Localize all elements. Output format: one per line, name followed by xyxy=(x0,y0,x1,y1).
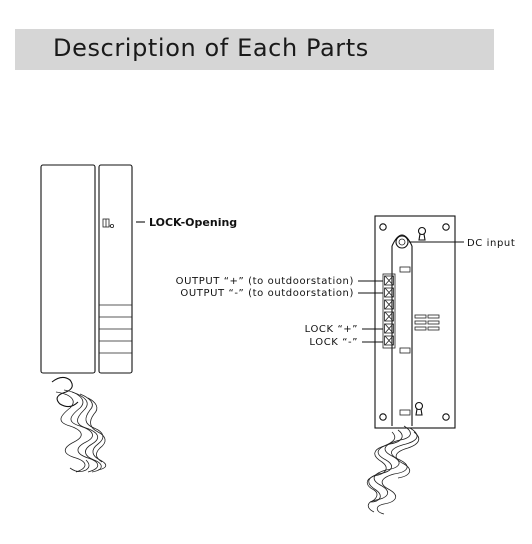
key-icon xyxy=(102,218,115,228)
lock-minus-label: LOCK “-” xyxy=(309,337,358,348)
cord-clip xyxy=(399,266,411,273)
coiled-cord xyxy=(51,376,107,473)
cord-clip xyxy=(399,347,411,354)
dc-input-jack xyxy=(395,235,409,249)
output-plus-label: OUTPUT “+” (to outdoorstation) xyxy=(176,276,354,287)
screw-hole xyxy=(379,413,387,421)
keyhole-mount-top xyxy=(417,226,427,241)
lock-opening-label: LOCK-Opening xyxy=(149,216,237,229)
screw-hole xyxy=(379,223,387,231)
keyhole-mount-bottom xyxy=(414,401,424,416)
lock-plus-label: LOCK “+” xyxy=(305,324,358,335)
front-view: LOCK-Opening xyxy=(40,164,237,473)
screw-hole xyxy=(442,223,450,231)
cord-clip xyxy=(399,409,411,416)
output-minus-label: OUTPUT “-” (to outdoorstation) xyxy=(180,288,354,299)
page-title: Description of Each Parts xyxy=(53,34,369,62)
back-view: DC input OUTPUT “+” (to outdoorstation) … xyxy=(176,215,515,515)
terminal-block xyxy=(382,273,396,349)
button-strips xyxy=(99,304,132,354)
vent-slots xyxy=(414,314,440,331)
back-housing xyxy=(374,215,456,429)
base-unit xyxy=(98,164,133,374)
dc-input-label: DC input xyxy=(467,238,515,249)
back-coiled-cord xyxy=(366,425,420,515)
header-bar: Description of Each Parts xyxy=(15,29,494,70)
handset xyxy=(40,164,96,374)
screw-hole xyxy=(442,413,450,421)
